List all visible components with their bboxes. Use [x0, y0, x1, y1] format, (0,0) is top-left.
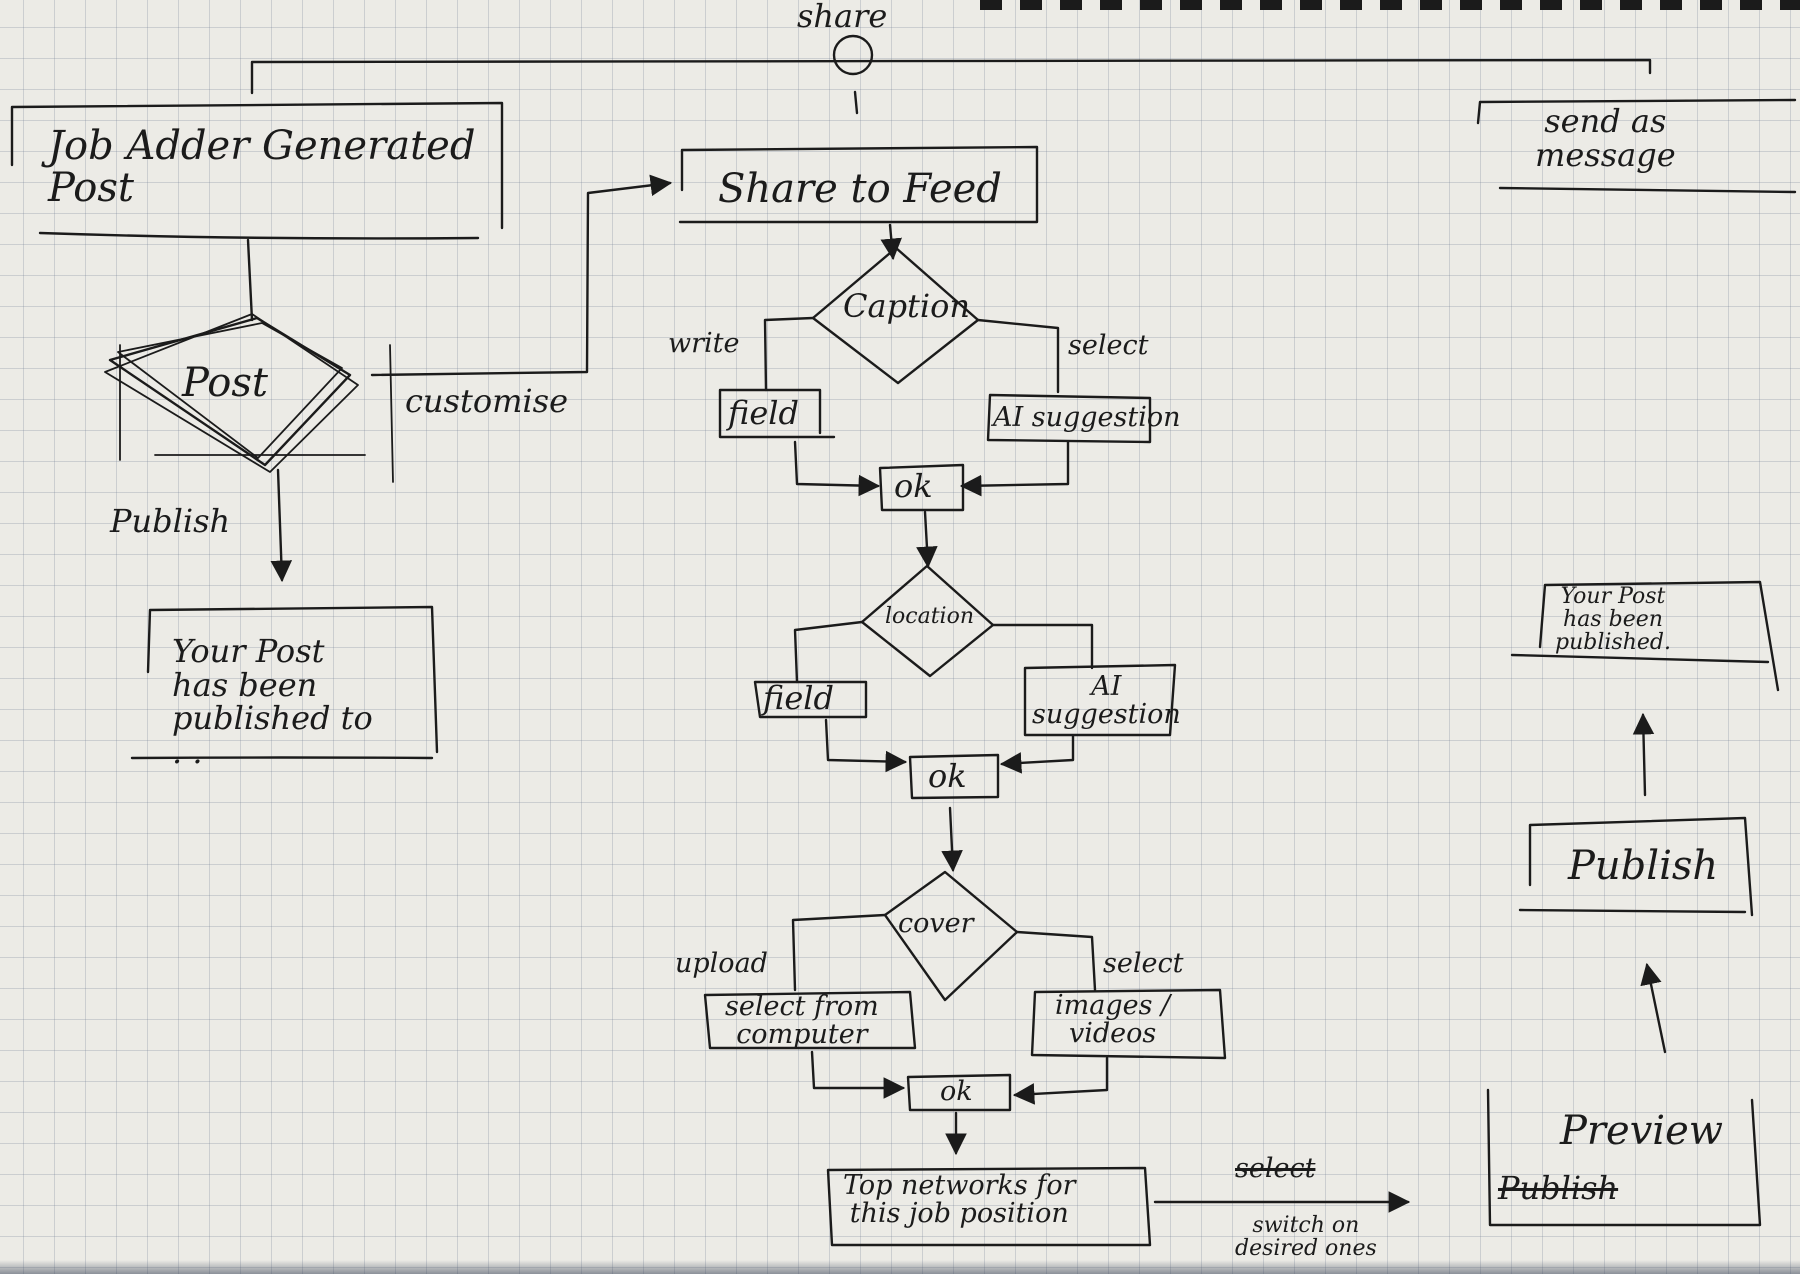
customise-label: customise: [405, 382, 569, 420]
ok1-box: [878, 463, 965, 512]
share-circle: [832, 34, 874, 76]
ok2-label: ok: [928, 757, 967, 795]
location-label: location: [885, 604, 975, 629]
select-struck-label: select: [1235, 1153, 1316, 1184]
customise-arrow: [370, 174, 673, 377]
images-videos-box: [1030, 988, 1227, 1060]
ok3-box: [906, 1073, 1012, 1112]
ok1-label: ok: [894, 467, 933, 505]
page-shadow: [0, 1260, 1800, 1274]
share-to-feed-label: Share to Feed: [718, 166, 1002, 212]
top-networks-label: Top networks for this job position: [843, 1170, 1076, 1230]
job-adder-label: Job Adder Generated Post: [48, 123, 476, 211]
published-msg-left: Your Post has been published to . .: [172, 632, 373, 771]
caption-ai-box: [986, 393, 1152, 444]
location-field-label: field: [763, 679, 834, 717]
publish-label: Publish: [110, 502, 231, 540]
publish-struck-label: Publish: [1498, 1169, 1619, 1207]
published-box-right: [1510, 580, 1780, 692]
share-to-feed-box: [678, 145, 1039, 224]
publish-arrow: [270, 468, 293, 583]
caption-field-box: [718, 388, 836, 439]
published-msg-right: Your Post has been published.: [1555, 584, 1671, 656]
select-from-computer-box: [703, 990, 917, 1050]
select-cover-label: select: [1103, 948, 1184, 979]
images-videos-label: images / videos: [1055, 990, 1171, 1050]
write-label: write: [668, 328, 740, 359]
switch-on-label: switch on desired ones: [1235, 1213, 1377, 1262]
notebook-perforation: [980, 0, 1800, 10]
top-networks-box: [826, 1166, 1152, 1247]
caption-ai-label: AI suggestion: [993, 402, 1181, 433]
location-field-box: [753, 680, 868, 719]
select-caption-label: select: [1068, 330, 1149, 361]
location-ai-box: [1023, 663, 1177, 737]
publish-right-label: Publish: [1568, 843, 1719, 889]
send-as-message-label: send as message: [1535, 102, 1676, 174]
upload-label: upload: [675, 948, 768, 979]
preview-box: [1486, 1088, 1762, 1227]
ok2-box: [908, 753, 1000, 800]
caption-label: Caption: [843, 287, 971, 325]
caption-field-label: field: [728, 394, 799, 432]
top-bracket: [250, 58, 1652, 95]
published-box-left: [130, 605, 439, 760]
cover-label: cover: [898, 908, 974, 939]
publish-box-right: [1518, 816, 1754, 917]
post-label: Post: [182, 360, 268, 406]
location-ai-label: AI suggestion: [1032, 671, 1181, 731]
job-adder-box: [10, 101, 504, 240]
preview-to-publish-arrow: [1640, 962, 1667, 1054]
publish-to-published-arrow: [1632, 712, 1655, 797]
preview-label: Preview: [1560, 1108, 1724, 1154]
ok3-label: ok: [940, 1076, 973, 1107]
job-adder-to-post-line: [246, 238, 254, 322]
share-stem: [853, 90, 859, 115]
send-as-message-box: [1476, 98, 1797, 194]
share-label: share: [797, 0, 888, 35]
select-from-computer-label: select from computer: [725, 991, 879, 1051]
